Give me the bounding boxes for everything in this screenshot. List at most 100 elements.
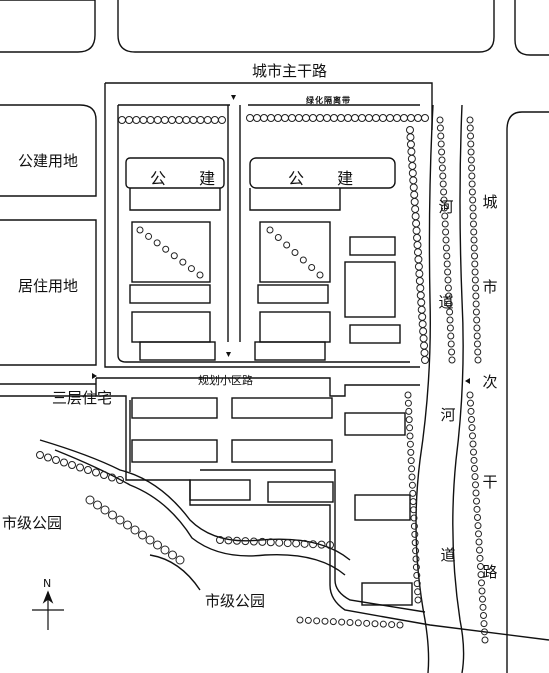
tree-icon [187, 265, 195, 273]
tree-icon [68, 461, 76, 469]
tree-icon [413, 241, 422, 249]
tree-icon [246, 114, 254, 122]
tree-icon [444, 276, 452, 284]
tree-icon [444, 284, 452, 292]
tree-icon [100, 471, 108, 479]
tree-icon [346, 619, 354, 626]
tree-icon [416, 291, 425, 300]
entry-marker-right [465, 378, 470, 384]
tree-icon [480, 612, 487, 619]
tree-icon [420, 348, 429, 357]
tree-icon [36, 451, 44, 459]
tree-icon [162, 245, 170, 253]
tree-icon [411, 212, 420, 221]
tree-icon [476, 546, 483, 554]
north-arrow [32, 590, 64, 630]
tree-icon [466, 124, 474, 132]
tree-icon [467, 132, 475, 140]
block-top-left [0, 0, 96, 53]
tree-icon [413, 580, 421, 588]
tree-icon [412, 563, 420, 571]
tree-icon [216, 536, 224, 544]
tree-icon [146, 116, 155, 124]
tree-icon [93, 500, 102, 510]
tree-icon [438, 156, 446, 164]
tree-icon [474, 356, 482, 364]
tree-icon [414, 596, 422, 604]
tree-icon [447, 340, 455, 348]
tree-icon [175, 555, 185, 565]
park-path-3 [149, 554, 201, 591]
tree-icon [274, 234, 282, 241]
tree-icon [266, 538, 275, 547]
tree-icon [417, 305, 426, 314]
tree-icon [474, 348, 482, 356]
tree-icon [410, 197, 419, 206]
tree-icon [92, 468, 100, 477]
tree-icon [363, 619, 371, 627]
tree-icon [441, 212, 449, 220]
lower-site-boundary [95, 377, 549, 641]
tree-icon [406, 432, 414, 440]
tree-icon [323, 114, 331, 122]
tree-icon [304, 616, 312, 624]
tree-icon [309, 114, 317, 122]
tree-icon [411, 539, 419, 547]
tree-icon [358, 114, 366, 122]
public-land-label: 公建用地 [18, 152, 79, 170]
tree-icon [308, 264, 316, 271]
river-upper-char-2: 道 [438, 293, 454, 311]
tree-icon [153, 239, 161, 247]
tree-icon [471, 276, 479, 284]
tree-icon [406, 126, 414, 134]
tree-icon [473, 324, 481, 332]
courtyard-a2 [259, 221, 331, 283]
tree-icon [470, 456, 478, 464]
tree-icon [468, 424, 476, 432]
tree-icon [253, 114, 261, 122]
tree-icon [411, 205, 420, 214]
tree-icon [210, 116, 219, 124]
tree-icon [478, 579, 485, 587]
tree-icon [292, 539, 301, 548]
tree-icon [480, 620, 488, 628]
main-road-label: 城市主干路 [252, 62, 328, 80]
block-top-right [514, 0, 549, 56]
tree-icon [125, 116, 134, 124]
entry-marker-top [231, 95, 236, 100]
tree-icon [414, 255, 423, 264]
tree-icon [371, 620, 379, 628]
tree-icon [414, 588, 422, 596]
tree-icon [440, 196, 448, 204]
tree-icon [471, 252, 479, 260]
district-road-label: 规划小区路 [198, 374, 253, 387]
tree-icon [84, 466, 92, 474]
tree-icon [481, 636, 489, 644]
tree-icon [160, 545, 170, 555]
tree-icon [316, 271, 324, 279]
tree-icon [442, 236, 450, 244]
tree-icon [468, 172, 476, 180]
tree-icon [52, 456, 60, 464]
tree-icon [182, 116, 191, 124]
tree-icon [338, 618, 346, 626]
tree-icon [291, 249, 299, 256]
tree-icon [283, 539, 292, 548]
tree-icon [473, 332, 481, 340]
tree-icon [404, 391, 412, 399]
tree-icon [468, 164, 476, 172]
tree-icon [412, 226, 421, 235]
tree-icon [468, 180, 476, 188]
tree-icon [60, 458, 68, 467]
courtyard-a4 [259, 311, 331, 343]
tree-icon [283, 241, 291, 249]
tree-icon [421, 356, 429, 364]
tree-icon [411, 530, 419, 538]
tree-icon [85, 495, 95, 505]
block-top-center [117, 0, 495, 53]
tree-icon [410, 190, 419, 199]
entry-marker-left [92, 373, 97, 379]
tree-icon [473, 505, 481, 513]
tree-icon [412, 547, 420, 555]
